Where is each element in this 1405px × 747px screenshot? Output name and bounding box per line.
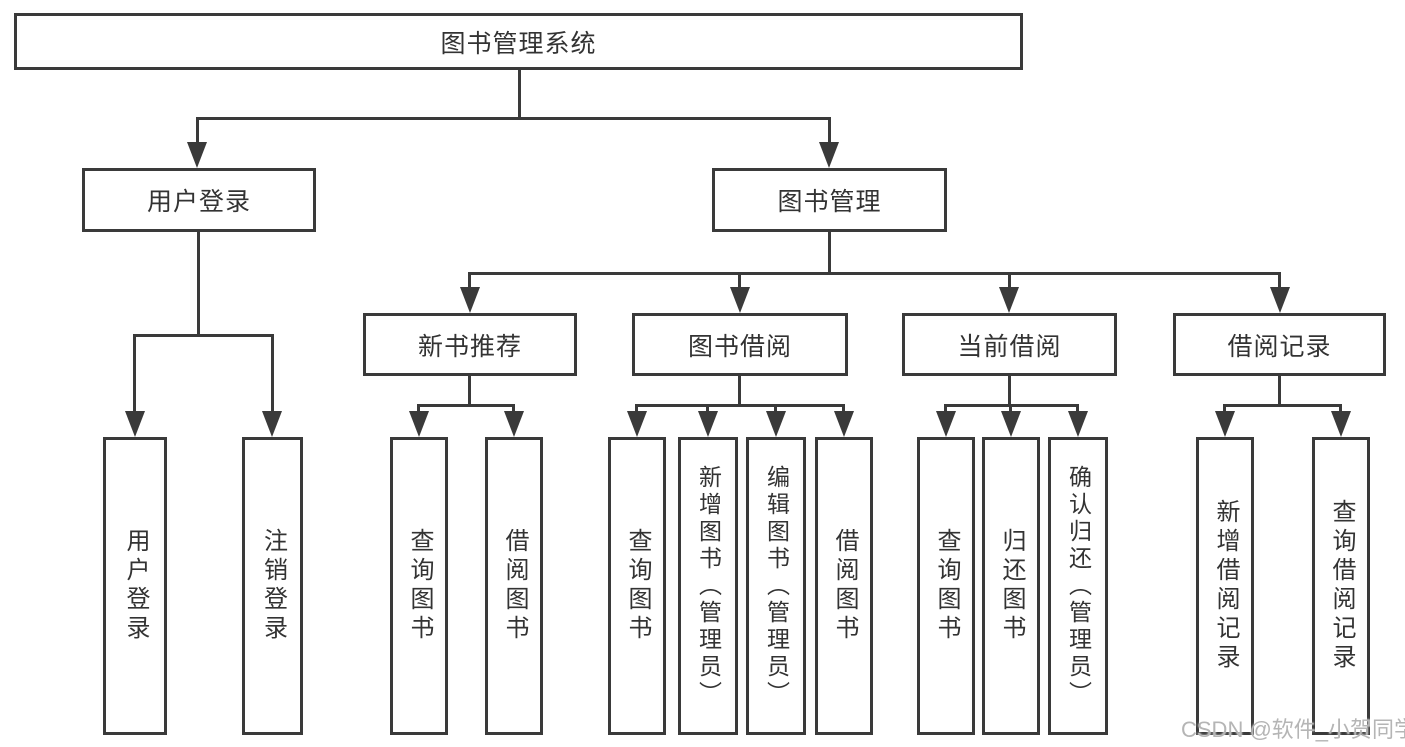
arrowhead-down-icon — [187, 142, 207, 168]
connector-leaf-stem — [512, 404, 515, 416]
leaf-add-borrow-record: 新增借阅记录 — [1196, 437, 1254, 735]
connector-leaf-stem — [1009, 404, 1012, 416]
arrowhead-down-icon — [627, 411, 647, 437]
connector-group-bar — [1225, 404, 1341, 407]
arrowhead-down-icon — [698, 411, 718, 437]
connector-leaf-stem — [271, 334, 274, 412]
arrowhead-down-icon — [262, 411, 282, 437]
connector-group-stem — [738, 376, 741, 407]
arrowhead-down-icon — [730, 287, 750, 313]
connector-leaf-stem — [1339, 404, 1342, 416]
node-new-book-recommendation: 新书推荐 — [363, 313, 577, 376]
node-current-borrowing: 当前借阅 — [902, 313, 1117, 376]
connector-group-bar — [637, 404, 844, 407]
arrowhead-down-icon — [409, 411, 429, 437]
connector-l3-stem — [738, 272, 741, 289]
connector-user-login-stem — [196, 117, 199, 144]
connector-leaf-stem — [706, 404, 709, 416]
connector-user-login-down — [197, 232, 200, 334]
arrowhead-down-icon — [125, 411, 145, 437]
connector-leaf-stem — [944, 404, 947, 416]
connector-leaf-stem — [133, 334, 136, 412]
arrowhead-down-icon — [1331, 411, 1351, 437]
leaf-borrow-books: 借阅图书 — [815, 437, 873, 735]
connector-user-login-bar — [133, 334, 274, 337]
leaf-logout: 注销登录 — [242, 437, 303, 735]
connector-book-mgmt-down — [828, 232, 831, 272]
connector-leaf-stem — [1223, 404, 1226, 416]
connector-l3-stem — [468, 272, 471, 289]
connector-root-stem — [518, 70, 521, 117]
arrowhead-down-icon — [999, 287, 1019, 313]
connector-group-bar — [419, 404, 515, 407]
node-library-management-system: 图书管理系统 — [14, 13, 1023, 70]
node-borrowing-records: 借阅记录 — [1173, 313, 1386, 376]
leaf-confirm-return-admin: 确认归还（管理员） — [1048, 437, 1108, 735]
arrowhead-down-icon — [1270, 287, 1290, 313]
leaf-query-books: 查询图书 — [390, 437, 448, 735]
connector-level1-bar — [196, 117, 831, 120]
node-user-login: 用户登录 — [82, 168, 316, 232]
leaf-return-books: 归还图书 — [982, 437, 1040, 735]
arrowhead-down-icon — [1215, 411, 1235, 437]
arrowhead-down-icon — [1001, 411, 1021, 437]
leaf-query-books: 查询图书 — [917, 437, 975, 735]
arrowhead-down-icon — [936, 411, 956, 437]
connector-level2-bar — [470, 272, 1281, 275]
csdn-watermark: CSDN @软件_小贺同学 — [1181, 717, 1405, 742]
arrowhead-down-icon — [834, 411, 854, 437]
connector-leaf-stem — [774, 404, 777, 416]
connector-group-stem — [468, 376, 471, 407]
leaf-add-books-admin: 新增图书（管理员） — [678, 437, 738, 735]
arrowhead-down-icon — [460, 287, 480, 313]
arrowhead-down-icon — [1068, 411, 1088, 437]
connector-group-stem — [1008, 376, 1011, 407]
node-book-management: 图书管理 — [712, 168, 947, 232]
connector-leaf-stem — [635, 404, 638, 416]
connector-leaf-stem — [842, 404, 845, 416]
connector-l3-stem — [1008, 272, 1011, 289]
leaf-edit-books-admin: 编辑图书（管理员） — [746, 437, 806, 735]
leaf-query-books: 查询图书 — [608, 437, 666, 735]
arrowhead-down-icon — [819, 142, 839, 168]
arrowhead-down-icon — [504, 411, 524, 437]
connector-book-mgmt-stem — [828, 117, 831, 144]
node-book-borrowing: 图书借阅 — [632, 313, 848, 376]
leaf-borrow-books: 借阅图书 — [485, 437, 543, 735]
connector-leaf-stem — [417, 404, 420, 416]
leaf-user-login: 用户登录 — [103, 437, 167, 735]
leaf-query-borrow-record: 查询借阅记录 — [1312, 437, 1370, 735]
arrowhead-down-icon — [766, 411, 786, 437]
connector-group-stem — [1278, 376, 1281, 407]
connector-leaf-stem — [1076, 404, 1079, 416]
connector-l3-stem — [1278, 272, 1281, 289]
